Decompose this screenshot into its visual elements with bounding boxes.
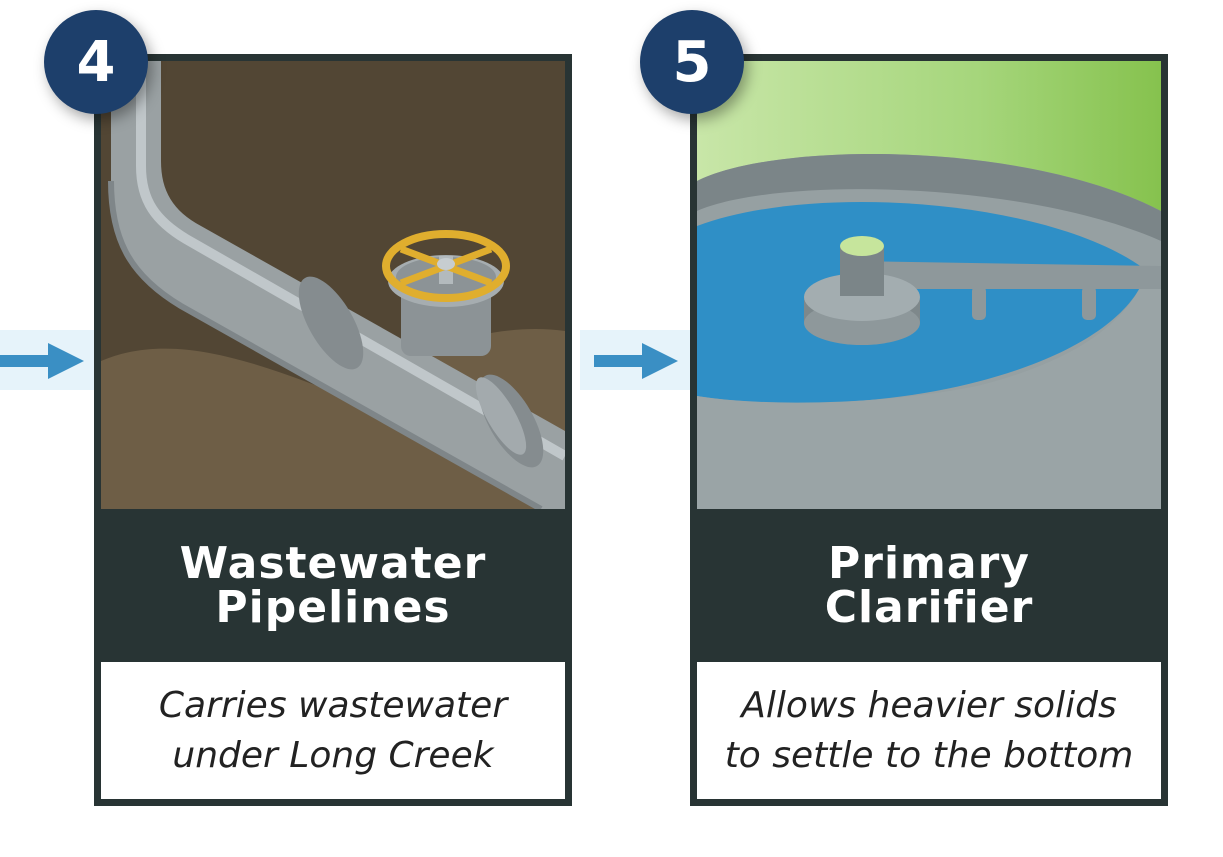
pipeline-valve-illustration: [101, 61, 565, 509]
step-title: Wastewater Pipelines: [94, 509, 572, 662]
clarifier-tank-illustration: [697, 61, 1161, 509]
step-title-line: Primary: [828, 537, 1030, 589]
arrow-right-icon: [0, 343, 84, 379]
arrow-right-icon: [594, 343, 678, 379]
step-card-clarifier: Primary Clarifier Allows heavier solids …: [690, 54, 1168, 806]
step-title-line: Pipelines: [215, 581, 451, 633]
step-description: Carries wastewater under Long Creek: [101, 662, 565, 799]
step-description: Allows heavier solids to settle to the b…: [697, 662, 1161, 799]
step-title-line: Clarifier: [824, 581, 1034, 633]
step-title: Primary Clarifier: [690, 509, 1168, 662]
step-description-line: Allows heavier solids: [741, 684, 1117, 726]
step-card-pipelines: Wastewater Pipelines Carries wastewater …: [94, 54, 572, 806]
step-number-badge: 5: [640, 10, 744, 114]
step-description-line: to settle to the bottom: [724, 734, 1134, 776]
step-description-line: under Long Creek: [172, 734, 494, 776]
step-number-badge: 4: [44, 10, 148, 114]
step-description-line: Carries wastewater: [158, 684, 508, 726]
step-title-line: Wastewater: [179, 537, 487, 589]
